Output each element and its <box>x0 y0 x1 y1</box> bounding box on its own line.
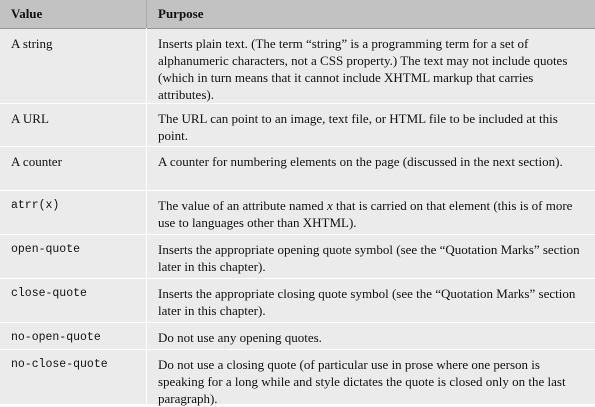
column-header-value: Value <box>11 6 43 21</box>
row-divider <box>0 146 595 147</box>
row-purpose: Do not use a closing quote (of particula… <box>158 357 566 406</box>
row-divider <box>0 278 595 279</box>
row-purpose: A counter for numbering elements on the … <box>158 154 563 169</box>
row-value: close-quote <box>11 287 87 300</box>
row-value: open-quote <box>11 243 81 256</box>
row-value: A counter <box>11 154 62 169</box>
column-divider <box>146 0 147 404</box>
row-value: A string <box>11 36 53 51</box>
row-purpose: The URL can point to an image, text file… <box>158 111 558 143</box>
row-value: no-close-quote <box>11 358 108 371</box>
row-value: no-open-quote <box>11 331 101 344</box>
row-divider <box>0 322 595 323</box>
row-divider <box>0 103 595 104</box>
row-value: atrr(x) <box>11 199 60 212</box>
row-purpose: Inserts the appropriate closing quote sy… <box>158 286 576 318</box>
row-purpose: The value of an attribute named x that i… <box>158 198 573 230</box>
header-column-divider <box>146 0 147 28</box>
column-header-purpose: Purpose <box>158 6 204 21</box>
row-divider <box>0 190 595 191</box>
row-value: A URL <box>11 111 49 126</box>
row-purpose: Do not use any opening quotes. <box>158 330 322 345</box>
table-header: Value Purpose <box>0 0 595 29</box>
row-divider <box>0 234 595 235</box>
row-divider <box>0 349 595 350</box>
row-purpose: Inserts plain text. (The term “string” i… <box>158 36 568 102</box>
row-purpose: Inserts the appropriate opening quote sy… <box>158 242 580 274</box>
